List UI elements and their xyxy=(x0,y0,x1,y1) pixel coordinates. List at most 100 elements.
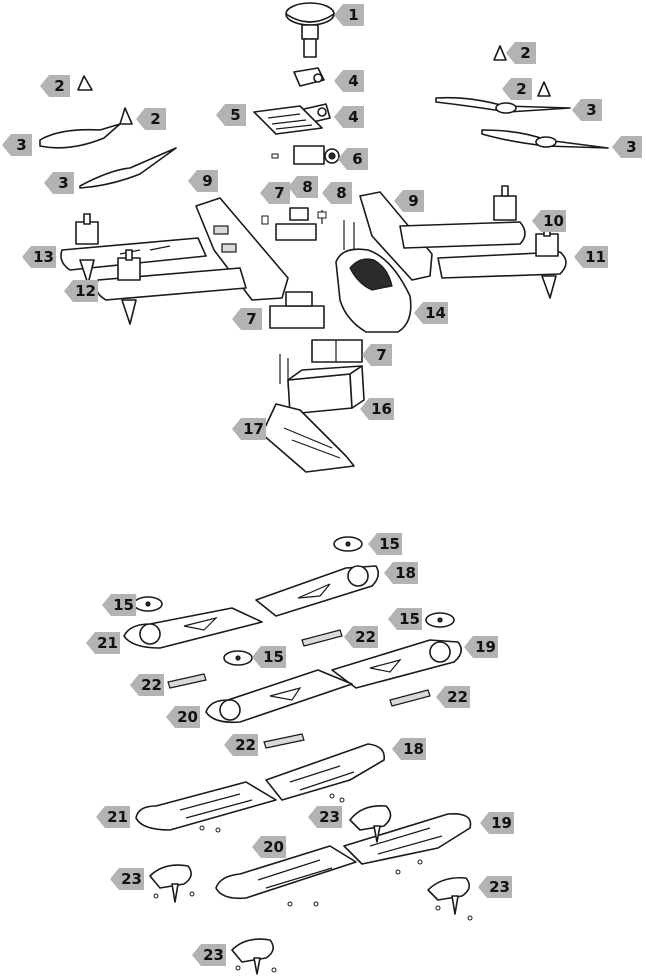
propeller-nut-part-d xyxy=(538,82,550,96)
callout-propeller-nut-b: 2 xyxy=(136,108,166,130)
callout-number: 22 xyxy=(447,688,468,706)
callout-number: 8 xyxy=(336,184,346,202)
callout-camera: 6 xyxy=(338,148,368,170)
propeller-nut-part-a xyxy=(78,76,92,90)
gps-module-part xyxy=(286,3,334,57)
callout-number: 4 xyxy=(348,72,358,90)
callout-number: 21 xyxy=(97,634,118,652)
landing-foot-part-c xyxy=(428,878,472,920)
callout-motor-d: 13 xyxy=(22,246,56,268)
arm-top-part-b xyxy=(332,640,461,688)
callout-number: 18 xyxy=(395,564,416,582)
callout-motor-plate-b: 15 xyxy=(102,594,136,616)
landing-foot-part-d xyxy=(232,939,276,974)
callout-number: 5 xyxy=(230,106,240,124)
callout-number: 2 xyxy=(516,80,526,98)
callout-side-frame-b: 9 xyxy=(394,190,424,212)
callout-canopy: 14 xyxy=(414,302,448,324)
callout-number: 14 xyxy=(425,304,446,322)
landing-foot-part-b xyxy=(150,865,194,902)
camera-part xyxy=(272,146,339,164)
callout-number: 3 xyxy=(626,138,636,156)
propeller-part-d xyxy=(482,130,608,148)
callout-camera-mount-b: 4 xyxy=(334,106,364,128)
callout-bracket-a: 7 xyxy=(260,182,290,204)
callout-arm-spacer-b: 22 xyxy=(130,674,164,696)
arm-spacer-part-a xyxy=(302,630,342,646)
callout-number: 12 xyxy=(75,282,96,300)
arm-top-part-c xyxy=(206,670,352,722)
bracket-part-c xyxy=(312,340,362,362)
callout-arm-spacer-a: 22 xyxy=(344,626,378,648)
callout-number: 20 xyxy=(263,838,284,856)
callout-number: 11 xyxy=(585,248,606,266)
propeller-part-a xyxy=(40,124,120,148)
callout-number: 19 xyxy=(491,814,512,832)
callout-number: 2 xyxy=(520,44,530,62)
propeller-nut-part-c xyxy=(494,46,506,60)
callout-landing-foot-b: 23 xyxy=(110,868,144,890)
callout-number: 19 xyxy=(475,638,496,656)
arm-spacer-part-d xyxy=(264,734,304,748)
callout-arm-bottom-c: 20 xyxy=(252,836,286,858)
callout-number: 15 xyxy=(379,535,400,553)
callout-motor-plate-c: 15 xyxy=(388,608,422,630)
arm-bottom-part-a xyxy=(266,744,384,802)
arm-top-part-a xyxy=(256,566,378,616)
callout-number: 15 xyxy=(113,596,134,614)
motor-plate-part-a xyxy=(334,537,362,551)
callout-motor-a: 10 xyxy=(532,210,566,232)
callout-number: 20 xyxy=(177,708,198,726)
callout-number: 22 xyxy=(141,676,162,694)
callout-number: 8 xyxy=(302,178,312,196)
callout-number: 7 xyxy=(376,346,386,364)
callout-propeller-nut-a: 2 xyxy=(40,75,70,97)
callout-number: 13 xyxy=(33,248,54,266)
callout-arm-bottom-d: 21 xyxy=(96,806,130,828)
motor-part-a xyxy=(494,186,516,220)
callout-number: 7 xyxy=(246,310,256,328)
callout-number: 22 xyxy=(235,736,256,754)
bracket-part-a xyxy=(276,208,316,240)
callout-number: 15 xyxy=(263,648,284,666)
callout-number: 22 xyxy=(355,628,376,646)
callout-motor-c: 12 xyxy=(64,280,98,302)
callout-number: 9 xyxy=(408,192,418,210)
callout-screw-set-a: 8 xyxy=(288,176,318,198)
callout-arm-spacer-c: 22 xyxy=(436,686,470,708)
callout-number: 7 xyxy=(274,184,284,202)
arm-spacer-part-c xyxy=(390,690,430,706)
motor-plate-part-b xyxy=(134,597,162,611)
callout-landing-foot-c: 23 xyxy=(478,876,512,898)
callout-number: 23 xyxy=(319,808,340,826)
callout-number: 2 xyxy=(54,77,64,95)
callout-gps-module: 1 xyxy=(334,4,364,26)
motor-plate-part-c xyxy=(426,613,454,627)
callout-number: 3 xyxy=(16,136,26,154)
callout-side-frame-a: 9 xyxy=(188,170,218,192)
callout-number: 23 xyxy=(489,878,510,896)
callout-motor-plate-d: 15 xyxy=(252,646,286,668)
battery-part xyxy=(280,354,364,414)
callout-arm-top-a: 18 xyxy=(384,562,418,584)
callout-arm-top-c: 20 xyxy=(166,706,200,728)
arm-bottom-part-d xyxy=(136,782,276,832)
callout-top-plate: 5 xyxy=(216,104,246,126)
callout-bracket-b: 7 xyxy=(232,308,262,330)
callout-number: 3 xyxy=(58,174,68,192)
callout-number: 15 xyxy=(399,610,420,628)
callout-motor-b: 11 xyxy=(574,246,608,268)
arm-top-part-d xyxy=(124,608,262,648)
arm-spacer-part-b xyxy=(168,674,206,688)
callout-number: 10 xyxy=(543,212,564,230)
callout-number: 1 xyxy=(348,6,358,24)
propeller-part-c xyxy=(436,98,570,113)
callout-motor-plate-a: 15 xyxy=(368,533,402,555)
callout-screw-set-b: 8 xyxy=(322,182,352,204)
callout-number: 16 xyxy=(371,400,392,418)
bottom-plate-part xyxy=(262,404,354,472)
callout-propeller-c: 3 xyxy=(572,99,602,121)
callout-battery: 16 xyxy=(360,398,394,420)
callout-number: 4 xyxy=(348,108,358,126)
